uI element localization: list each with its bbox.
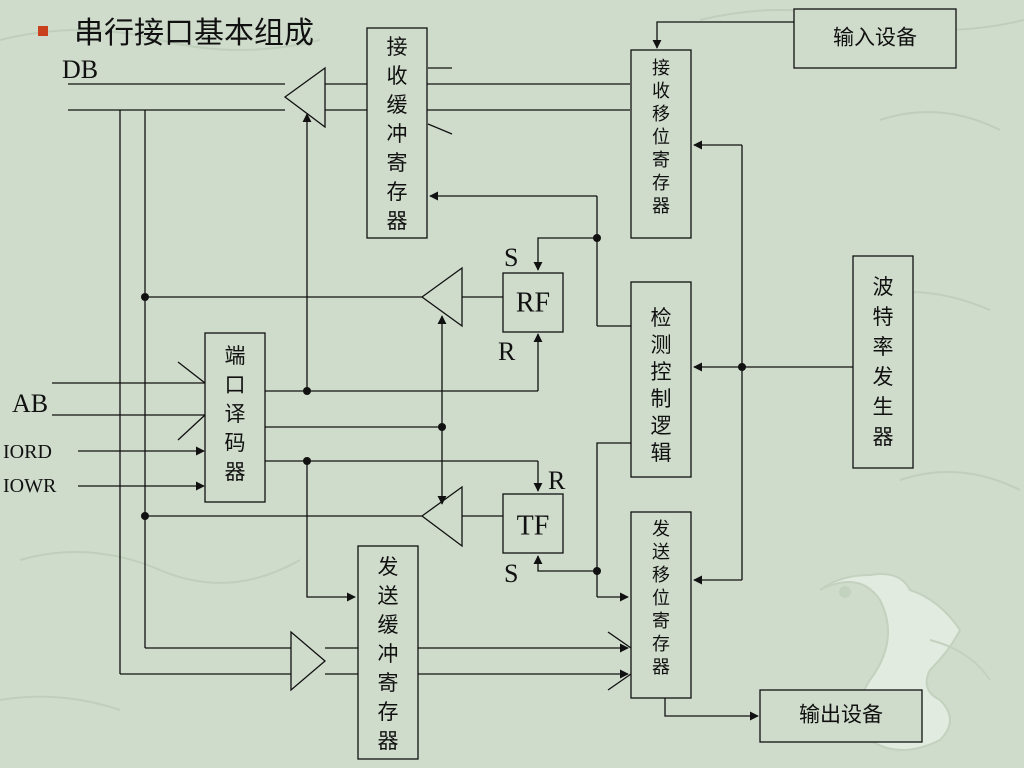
junction-dots — [141, 234, 746, 575]
receive-shift-label: 接收移位寄存器 — [652, 58, 670, 217]
receive-shift-register: 接收移位寄存器 — [630, 49, 692, 239]
transmit-buffer-label: 发送缓冲寄存器 — [378, 555, 399, 753]
input-device-box: 输入设备 — [793, 8, 957, 69]
tf-label: TF — [517, 510, 550, 541]
ab-bus — [52, 361, 206, 441]
transmit-buffer-register: 发送缓冲寄存器 — [357, 545, 419, 760]
rf-set-pin-label: S — [504, 243, 518, 272]
tf-set-pin-label: S — [504, 559, 518, 588]
rf-reset-pin-label: R — [498, 337, 516, 366]
iord-label: IORD — [3, 441, 52, 463]
db-bus — [68, 67, 630, 674]
transmit-shift-register: 发送移位寄存器 — [630, 511, 692, 699]
db-receive-buffer-gate — [283, 66, 326, 129]
baud-generator-label: 波特率发生器 — [873, 275, 894, 449]
db-bus-label: DB — [62, 55, 98, 84]
ab-bus-label: AB — [12, 389, 48, 418]
bullet-square-icon — [38, 26, 48, 36]
detect-control-label: 检测控制逻辑 — [651, 306, 672, 465]
output-device-label: 输出设备 — [799, 703, 883, 727]
transmit-shift-label: 发送移位寄存器 — [652, 519, 670, 678]
receive-buffer-label: 接收缓冲寄存器 — [387, 35, 408, 233]
db-transmit-buffer-gate — [290, 630, 327, 692]
rf-label: RF — [516, 287, 550, 318]
slide-title: 串行接口基本组成 — [74, 16, 314, 51]
iowr-label: IOWR — [3, 475, 57, 497]
rf-flag-box: RF — [502, 272, 564, 333]
tf-reset-pin-label: R — [548, 466, 566, 495]
baud-rate-generator: 波特率发生器 — [852, 255, 914, 469]
port-decoder-label: 端口译码器 — [225, 344, 246, 484]
dragon-motif-icon — [819, 573, 991, 751]
detect-control-logic: 检测控制逻辑 — [630, 281, 692, 478]
connection-lines — [120, 21, 853, 721]
port-decoder: 端口译码器 — [204, 332, 266, 503]
input-device-label: 输入设备 — [833, 26, 917, 50]
output-device-box: 输出设备 — [759, 689, 923, 743]
slide-title-row: 串行接口基本组成 — [38, 8, 314, 52]
receive-buffer-register: 接收缓冲寄存器 — [366, 27, 428, 239]
tf-flag-box: TF — [502, 493, 564, 554]
